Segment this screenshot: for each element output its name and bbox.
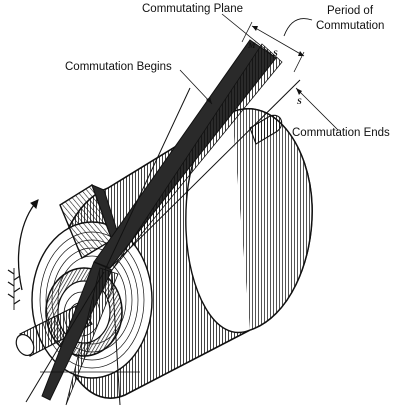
m-marker-label: M — [247, 40, 256, 50]
rotation-arrow-icon — [17, 199, 39, 291]
commutation-ends-label: Commutation Ends — [292, 127, 390, 139]
s-marker-left-label: S — [273, 48, 278, 58]
annotation-lines — [179, 13, 339, 131]
period-of-commutation-label-line2: Commutation — [316, 20, 384, 32]
spark-icon — [7, 268, 21, 310]
s-marker-right-label: S — [297, 96, 302, 106]
commutation-begins-label: Commutation Begins — [65, 61, 172, 73]
commutation-wedges — [25, 39, 301, 406]
period-of-commutation-label-line1: Period of — [327, 5, 374, 17]
commutating-plane-label: Commutating Plane — [142, 3, 243, 15]
